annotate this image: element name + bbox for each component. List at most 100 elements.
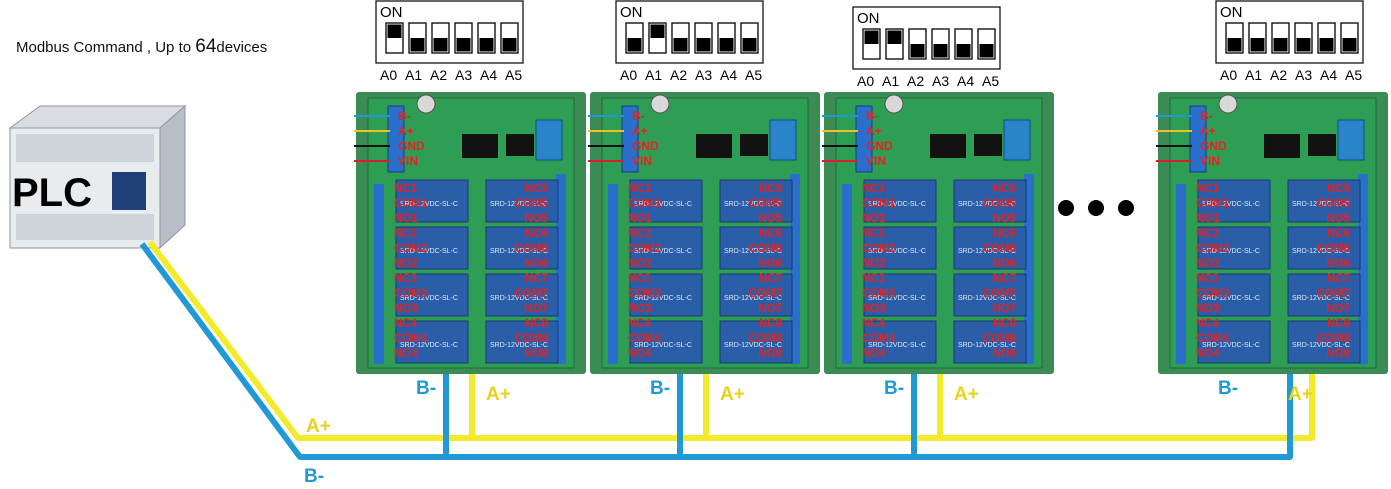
left-terminal-label: NO1	[862, 213, 886, 225]
right-terminal-label: COM8	[749, 333, 783, 345]
right-terminal-label: COM6	[983, 243, 1016, 255]
relay	[1287, 273, 1361, 317]
right-terminal-label: NC6	[759, 228, 782, 240]
right-terminal-label: NO7	[758, 303, 782, 315]
left-terminal-label: COM4	[628, 333, 662, 345]
address-label: A1	[405, 67, 422, 83]
left-terminal-strip	[608, 184, 618, 364]
right-terminal-label: NC6	[1327, 228, 1350, 240]
relay-text: SRD-12VDC-SL-C	[490, 342, 548, 349]
right-terminal-label: NC6	[993, 228, 1016, 240]
power-terminal-block	[1189, 105, 1207, 173]
left-terminal-label: NC2	[394, 228, 417, 240]
address-label: A1	[645, 67, 662, 83]
relay	[953, 320, 1027, 364]
relay	[719, 179, 793, 223]
wire-b	[139, 242, 1293, 460]
relay-text: SRD-12VDC-SL-C	[1202, 248, 1260, 255]
address-label: A3	[1295, 67, 1312, 83]
ellipsis-dot	[1058, 200, 1074, 216]
right-terminal-label: NC7	[525, 273, 548, 285]
caption-prefix: Modbus Command , Up to	[16, 39, 196, 56]
capacitor	[1218, 94, 1238, 114]
right-terminal-label: COM5	[1317, 198, 1351, 210]
left-terminal-label: NO3	[628, 303, 652, 315]
relay	[719, 320, 793, 364]
relay	[1197, 226, 1271, 270]
relay	[629, 226, 703, 270]
dip-on-label: ON	[857, 10, 880, 27]
relay-text: SRD-12VDC-SL-C	[634, 201, 692, 208]
power-pin-label: VIN	[632, 154, 652, 168]
capacitor	[884, 94, 904, 114]
bottom-b-label: B-	[416, 378, 436, 399]
power-pin-label: GND	[398, 139, 425, 153]
address-label: A2	[1270, 67, 1287, 83]
chip-ic	[1264, 134, 1300, 158]
relay	[395, 273, 469, 317]
power-pin-label: B-	[1200, 109, 1213, 123]
chip-ic	[696, 134, 732, 158]
dip-switch-lever-off	[456, 38, 471, 52]
dip-on-label: ON	[620, 4, 643, 21]
wire-a	[147, 240, 1315, 441]
relay-text: SRD-12VDC-SL-C	[868, 342, 926, 349]
right-terminal-label: NC7	[759, 273, 782, 285]
relay-text: SRD-12VDC-SL-C	[958, 201, 1016, 208]
address-label: A0	[380, 67, 397, 83]
right-terminal-label: NC5	[1327, 183, 1351, 195]
address-label: A2	[907, 73, 924, 89]
bottom-b-label: B-	[1218, 378, 1238, 399]
relay-text: SRD-12VDC-SL-C	[1202, 201, 1260, 208]
dip-switch-lever-off	[410, 38, 425, 52]
right-terminal-label: NO8	[758, 348, 782, 360]
relay-text: SRD-12VDC-SL-C	[958, 248, 1016, 255]
bottom-a-label: A+	[720, 384, 745, 405]
ellipsis-dot	[1088, 200, 1104, 216]
left-terminal-label: NC1	[394, 183, 418, 195]
ellipsis	[1058, 200, 1134, 216]
dip-switch-lever-on	[864, 30, 879, 44]
right-terminal-label: NC8	[759, 318, 783, 330]
plc-device: PLC	[8, 104, 187, 250]
left-terminal-label: NC1	[862, 183, 886, 195]
onboard-dip-switch	[1337, 119, 1365, 161]
right-terminal-strip	[1024, 174, 1034, 364]
power-pin-label: GND	[866, 139, 893, 153]
right-terminal-label: COM8	[983, 333, 1017, 345]
onboard-dip-switch	[535, 119, 563, 161]
dip-switch-lever-off	[696, 38, 711, 52]
relay-text: SRD-12VDC-SL-C	[958, 295, 1016, 302]
relay	[485, 226, 559, 270]
left-terminal-label: NO4	[1196, 348, 1220, 360]
relay	[863, 320, 937, 364]
right-terminal-label: NO5	[992, 213, 1016, 225]
dip-switch-lever-on	[650, 24, 665, 38]
relay	[485, 320, 559, 364]
dip-switch-lever-off	[673, 38, 688, 52]
address-label: A5	[1345, 67, 1362, 83]
right-terminal-label: COM5	[749, 198, 783, 210]
address-label: A4	[720, 67, 737, 83]
power-pin-label: A+	[866, 124, 882, 138]
left-terminal-label: NC3	[394, 273, 417, 285]
dip-switch-lever-off	[979, 44, 994, 58]
left-terminal-label: NO2	[394, 258, 418, 270]
power-pin-label: A+	[632, 124, 648, 138]
chip-ic	[506, 134, 534, 156]
left-terminal-strip	[1176, 184, 1186, 364]
left-terminal-strip	[842, 184, 852, 364]
left-terminal-label: COM3	[394, 288, 427, 300]
left-terminal-label: COM4	[394, 333, 428, 345]
capacitor	[650, 94, 670, 114]
right-terminal-label: NO5	[524, 213, 548, 225]
right-terminal-label: COM5	[983, 198, 1017, 210]
address-label: A0	[857, 73, 874, 89]
relay-text: SRD-12VDC-SL-C	[490, 201, 548, 208]
left-terminal-label: NC2	[1196, 228, 1219, 240]
address-label: A3	[932, 73, 949, 89]
address-label: A1	[1245, 67, 1262, 83]
